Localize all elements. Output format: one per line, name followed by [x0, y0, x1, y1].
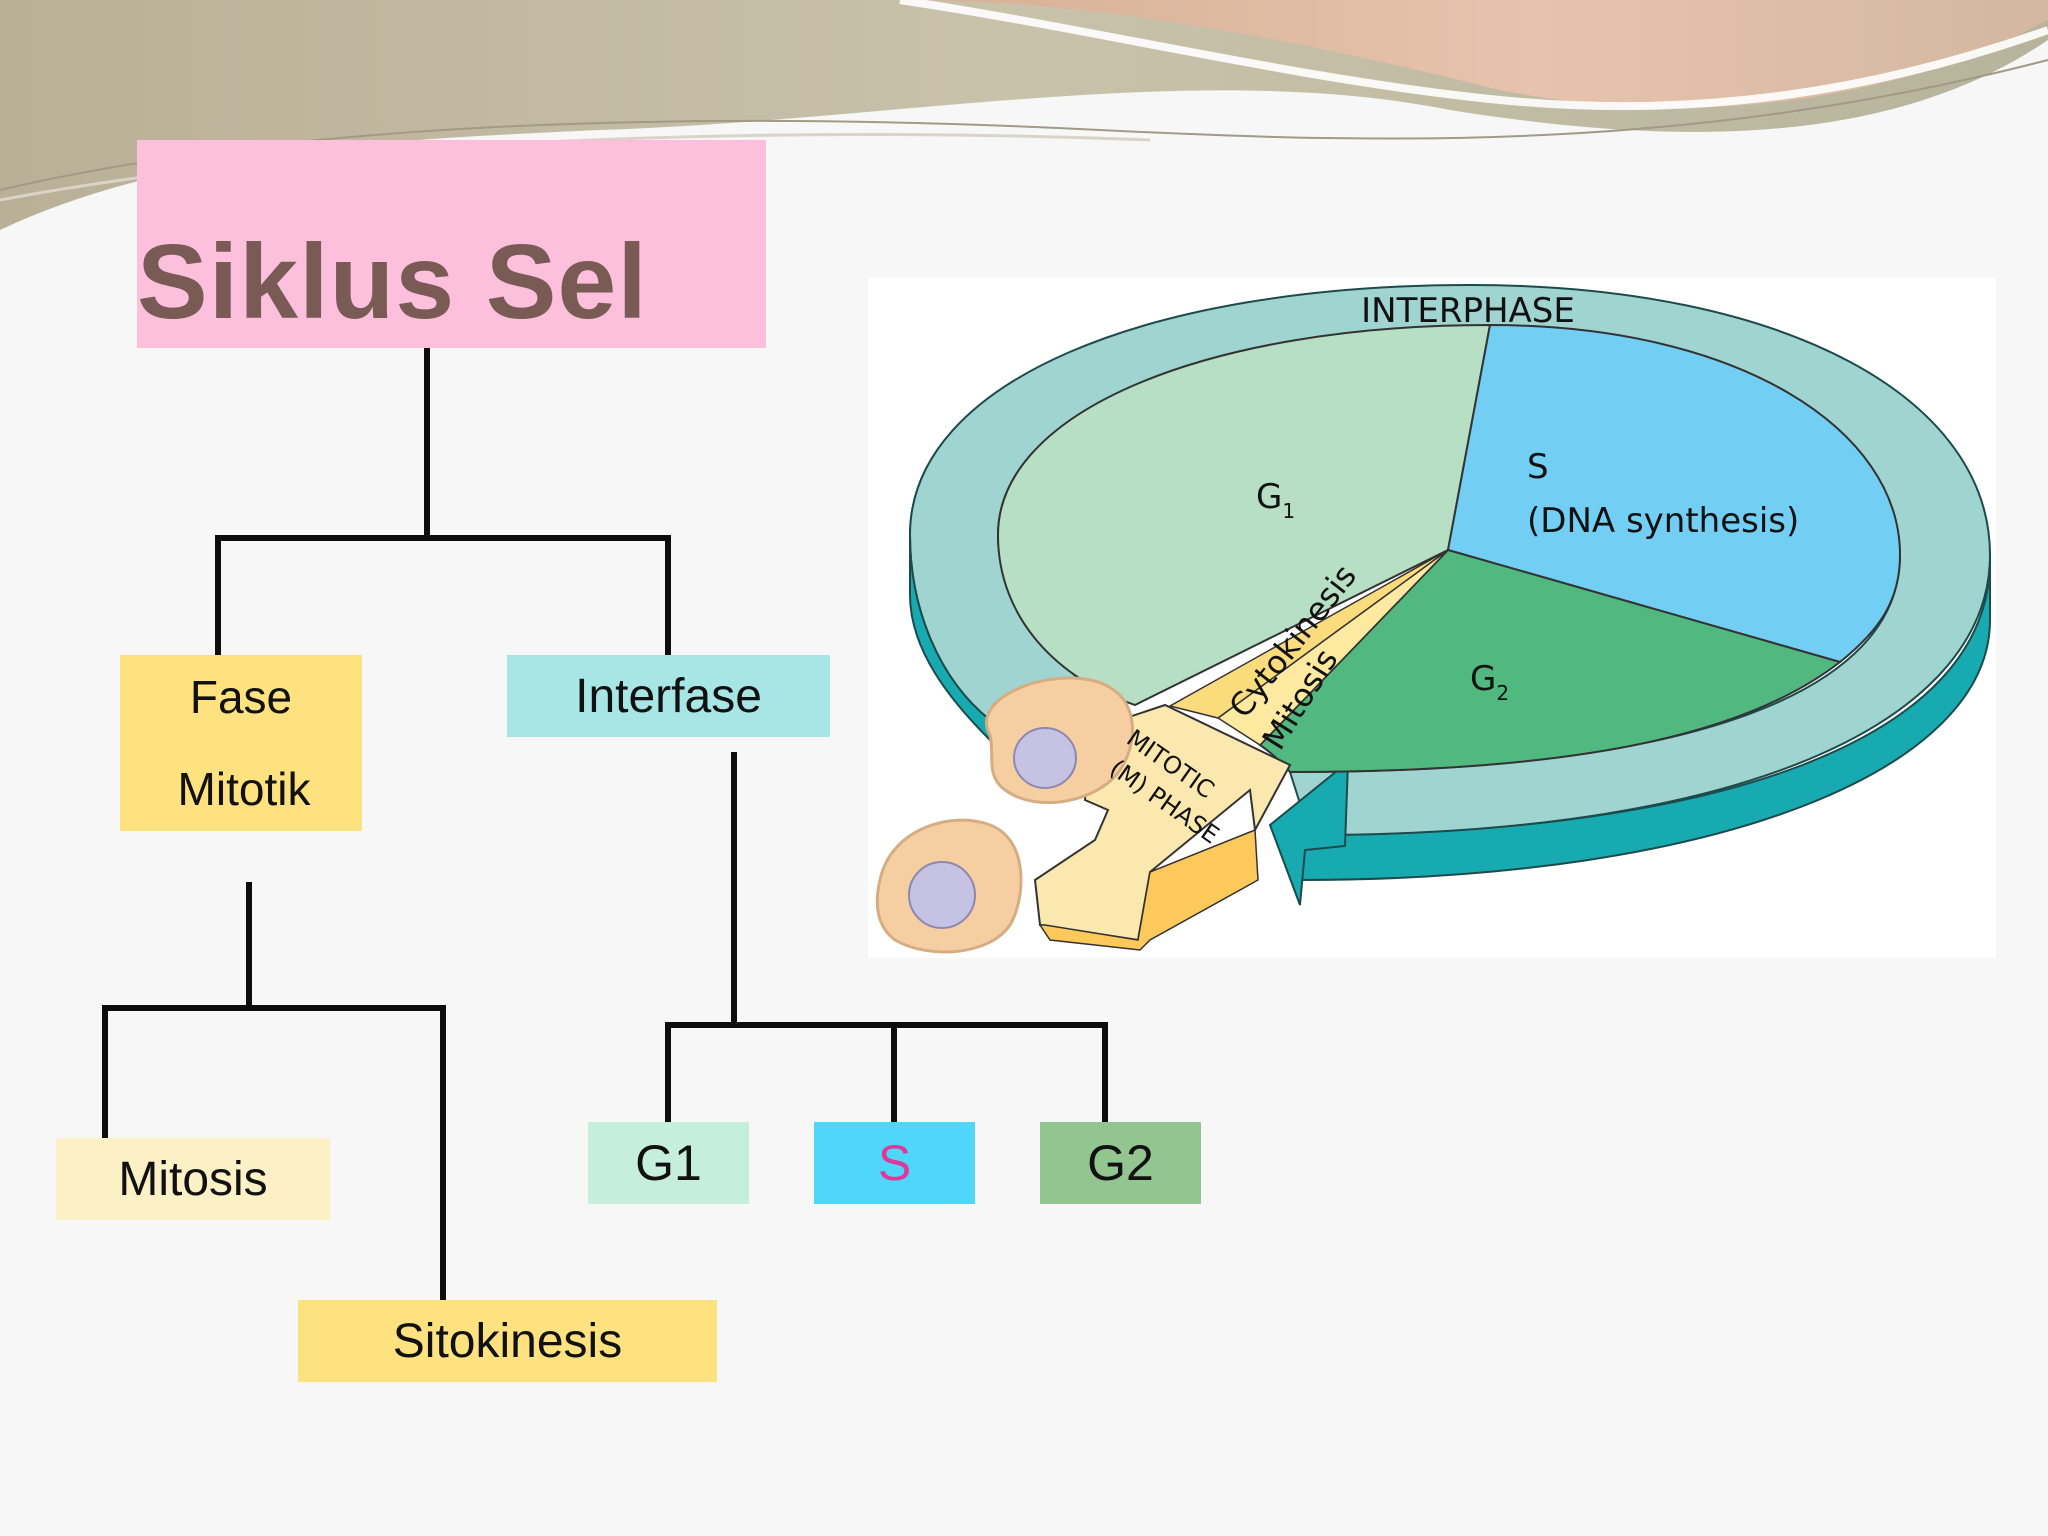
node-g1: G1	[588, 1122, 749, 1204]
node-fase-mitotik-line1: Fase	[189, 671, 293, 723]
connector-line	[102, 1005, 108, 1140]
node-fase-mitotik-line2: Mitotik	[177, 763, 311, 815]
connector-line	[440, 1005, 446, 1302]
connector-line	[665, 1022, 671, 1124]
mitotic-arrow-side	[1038, 828, 1259, 951]
node-interfase-label: Interfase	[575, 669, 762, 723]
node-mitosis-label: Mitosis	[118, 1152, 268, 1206]
connector-line	[1102, 1022, 1108, 1124]
page-title: Siklus Sel	[137, 223, 648, 341]
g1-subscript: 1	[1282, 499, 1295, 523]
g1-slice	[996, 323, 1492, 707]
node-sitokinesis-label: Sitokinesis	[392, 1314, 623, 1368]
g1-main: G	[1256, 477, 1282, 517]
daughter-cell-top	[985, 676, 1134, 805]
title-background	[137, 140, 766, 348]
g1-label: G1	[1256, 477, 1295, 523]
connector-line	[215, 535, 221, 655]
s-description: (DNA synthesis)	[1527, 501, 1799, 541]
cytokinesis-slice	[1167, 549, 1449, 719]
node-g2: G2	[1040, 1122, 1201, 1204]
connector-line	[215, 535, 671, 541]
node-interfase: Interfase	[507, 655, 830, 737]
connector-line	[891, 1022, 897, 1124]
s-slice	[1446, 323, 1902, 664]
node-g2-label: G2	[1087, 1135, 1154, 1191]
connector-line	[665, 535, 671, 655]
g2-main: G	[1470, 659, 1496, 699]
connector-line	[424, 348, 430, 538]
s-label: S	[1527, 447, 1549, 487]
daughter-cell-bottom	[875, 818, 1023, 954]
connector-line	[102, 1005, 446, 1011]
connector-line	[731, 752, 737, 1022]
connector-line	[246, 882, 252, 1010]
interphase-label: INTERPHASE	[1361, 291, 1575, 331]
g2-label: G2	[1470, 659, 1509, 705]
node-mitosis: Mitosis	[56, 1138, 330, 1220]
node-s-label: S	[877, 1135, 912, 1191]
g2-subscript: 2	[1496, 681, 1509, 705]
node-sitokinesis: Sitokinesis	[298, 1300, 717, 1382]
connector-line	[665, 1022, 1108, 1028]
node-s: S	[814, 1122, 975, 1204]
ring-arrow-head	[1268, 759, 1350, 906]
node-fase-mitotik: Fase Mitotik	[120, 655, 362, 831]
node-g1-label: G1	[635, 1135, 702, 1191]
cell-cycle-diagram: INTERPHASE G1 S (DNA synthesis) G2 Cytok…	[868, 278, 1996, 958]
